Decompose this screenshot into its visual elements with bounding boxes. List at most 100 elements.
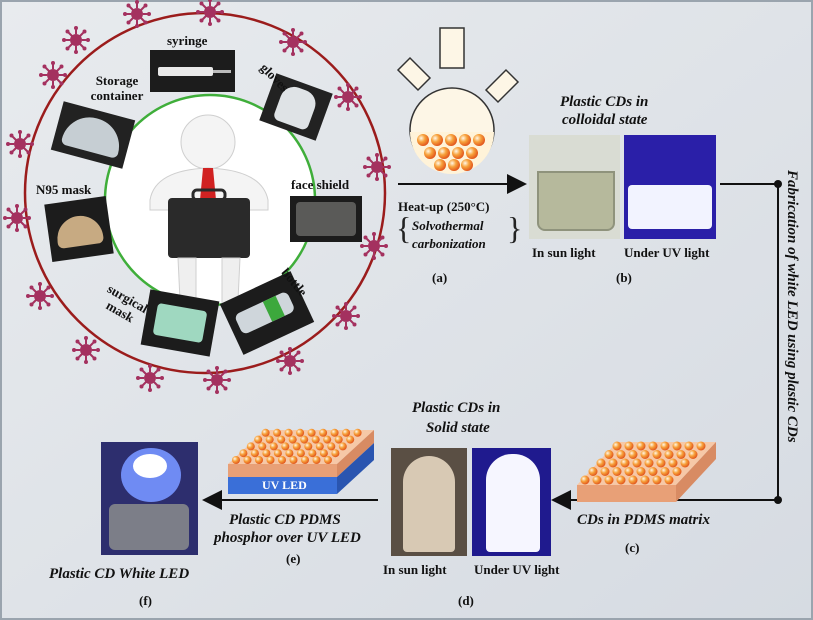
particle [278,456,286,464]
particle [250,449,259,458]
virus-icon [362,152,392,182]
particle [664,475,674,485]
particle [696,441,706,451]
particle [304,442,313,451]
particle [312,456,321,464]
particle [323,435,332,444]
particle [600,467,610,476]
particle [628,450,638,459]
label-e: (e) [286,551,301,566]
particle [688,450,698,459]
particle [284,428,293,437]
particle [353,428,362,437]
led-particles [232,428,362,464]
face-shield-photo [290,196,362,242]
virus-icon [5,129,35,159]
particle [301,456,309,464]
process-line-1: Solvothermal [412,218,484,233]
particle [258,442,267,451]
d-sun-label: In sun light [383,562,447,577]
particle [338,442,347,451]
n95-mask-photo [44,195,114,263]
d-title-1: Plastic CDs in [412,400,501,416]
particle [648,467,658,476]
particle [668,458,678,468]
surgical-mask-photo [140,289,220,357]
virus-icon [359,231,389,261]
particle [660,441,670,451]
b-title-2: colloidal state [562,112,648,128]
particle [592,475,602,485]
solid-sun-photo [391,448,467,556]
particle [311,435,320,444]
particle [644,458,654,468]
virus-icon [135,363,165,393]
heat-label: Heat-up (250°C) [398,199,490,214]
virus-icon [278,27,308,57]
virus-icon [38,60,68,90]
particle [255,456,263,464]
virus-icon [202,365,232,395]
particle [346,435,355,444]
solid-uv-photo [472,448,551,556]
virus-icon [122,0,152,29]
virus-icon [25,281,55,311]
particle [672,441,682,451]
person-figure [149,114,269,305]
particle [640,475,650,485]
particle [273,428,282,437]
particle [288,435,297,444]
virus-icon [275,346,305,376]
particle [680,458,690,468]
connector-dot-top [774,180,782,188]
particle [261,428,270,437]
syringe-photo [150,50,235,92]
particle [672,467,682,476]
process-line-2: carbonization [412,236,486,251]
particle [684,441,694,451]
colloidal-uv-photo [624,135,716,239]
label-c: (c) [625,540,640,555]
particle [636,467,646,476]
colloidal-sun-photo [529,135,620,239]
particle [612,441,622,451]
particle [616,475,626,485]
particle [246,442,255,451]
flask-particles [417,134,485,171]
virus-icon [71,335,101,365]
particle [296,449,305,458]
white-led-photo [101,442,198,555]
particle [308,449,317,458]
particle [307,428,316,437]
connector-dot-bottom [774,496,782,504]
particle [588,467,598,476]
label-a: (a) [432,270,448,285]
particle [604,450,614,459]
particle [269,442,278,451]
particle [324,456,332,464]
particle [327,442,336,451]
label-f: (f) [139,593,152,608]
particle [319,449,328,458]
particle [612,467,622,476]
particle [652,450,662,459]
particle [652,475,662,485]
particle [292,442,301,451]
label-face-shield: face shield [291,177,350,192]
led-slab [228,430,374,494]
particle [330,428,339,437]
particle [664,450,674,459]
particle [334,435,343,444]
particle [620,458,630,468]
particle [285,449,294,458]
pdms-particles [580,441,706,485]
connector-right [720,183,779,501]
particle [604,475,614,485]
particle [632,458,642,468]
particle [648,441,658,451]
particle [315,442,324,451]
particle [656,458,666,468]
label-storage-container: Storage container [90,73,144,103]
particle [342,428,351,437]
